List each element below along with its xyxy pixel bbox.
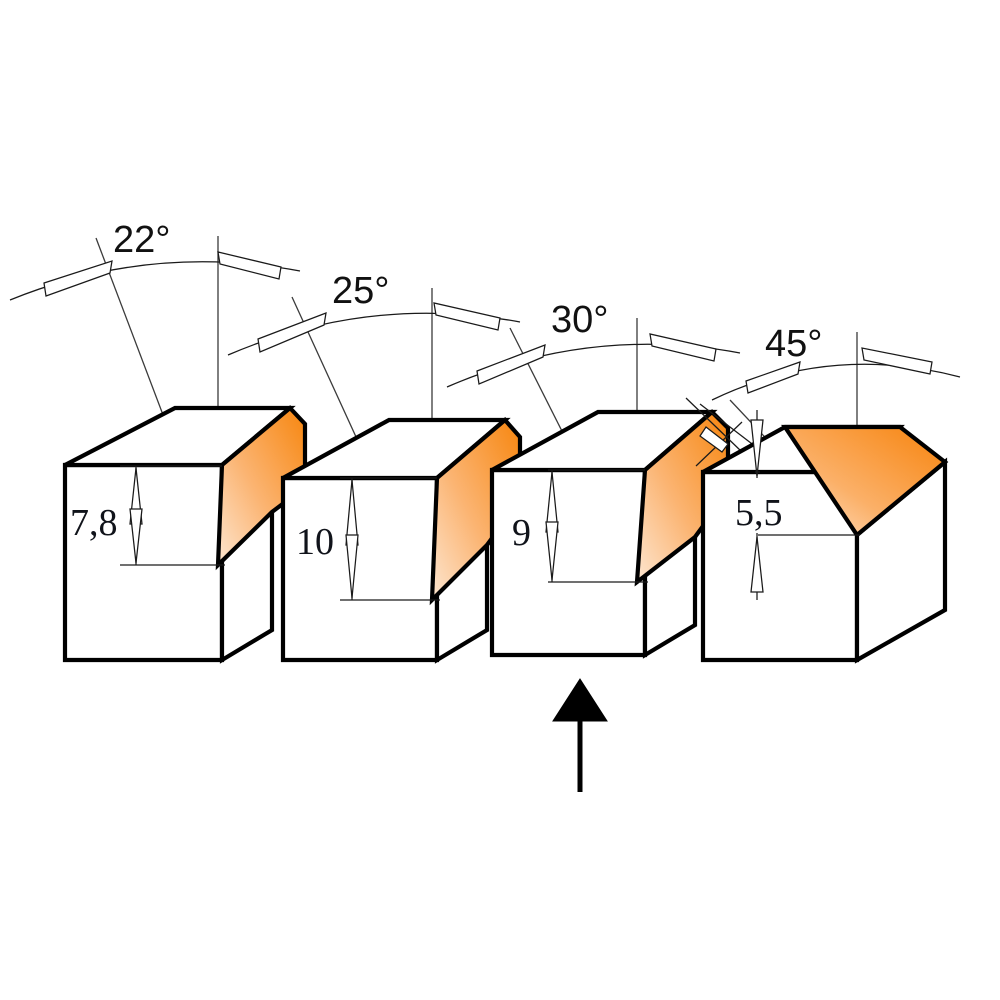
block-3-depth-label: 9 <box>512 512 531 554</box>
block-3-leader-arrow <box>699 426 729 453</box>
block-1-arc-arrow-right <box>217 251 282 280</box>
block-2-arc-arrow-right <box>433 302 501 331</box>
block-3-angle-label: 30° <box>551 299 608 341</box>
block-3-leader-1 <box>685 397 743 453</box>
block-2-angle-label: 25° <box>332 270 389 312</box>
block-1-depth-label: 7,8 <box>70 502 118 544</box>
block-1-dim-arrow-down <box>129 508 143 564</box>
block-1-arc-arrow-left <box>43 260 113 297</box>
block-3-arc-arrow-right <box>649 333 717 362</box>
block-3-front-face <box>489 467 648 658</box>
block-3-arc-arrow-left <box>476 344 546 385</box>
block-1-front-face <box>62 462 225 663</box>
block-1-group: 22° 7,8 <box>9 219 308 664</box>
block-1-angle-label: 22° <box>113 219 170 261</box>
block-2-arc-arrow-left <box>257 312 327 353</box>
selection-arrow-head <box>552 678 608 722</box>
block-3-leader-2 <box>699 403 761 451</box>
block-4-arc-arrow-left <box>745 361 801 394</box>
block-4-arc-arrow-right <box>861 347 933 375</box>
block-4-dim-arrow-up <box>750 419 764 477</box>
block-4-chamfer-face <box>781 424 949 539</box>
block-2-group: 25° 10 <box>227 270 523 664</box>
block-3-dim-arrow-down <box>545 521 559 581</box>
block-2-front-face <box>280 475 440 663</box>
block-2-depth-label: 10 <box>296 521 334 563</box>
selection-arrow <box>552 678 608 792</box>
block-2-dim-arrow-down <box>345 534 359 599</box>
block-4-depth-label: 5,5 <box>735 492 783 534</box>
block-4-dim-arrow-down <box>750 536 764 593</box>
block-3-group: 30° 9 <box>446 299 761 659</box>
block-4-group: 45° 5,5 <box>700 323 961 664</box>
block-4-angle-label: 45° <box>765 323 822 365</box>
